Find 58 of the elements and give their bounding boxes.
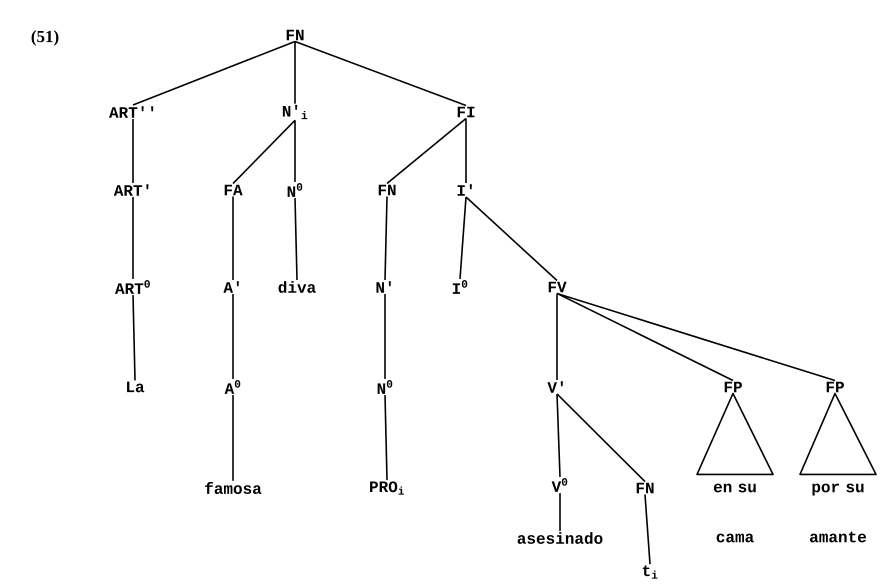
tree-branch <box>132 40 296 106</box>
tree-node-label: V$^{0}$ <box>552 478 568 492</box>
tree-branch <box>232 395 234 481</box>
tree-node-label: N' <box>376 281 391 293</box>
tree-node-label: diva <box>278 281 316 293</box>
tree-node-label: FA <box>224 184 243 196</box>
tree-branch <box>132 197 134 279</box>
tree-branch <box>556 394 561 477</box>
tree-branch <box>132 119 134 183</box>
tree-branch <box>384 294 386 379</box>
tree-branch <box>294 40 466 106</box>
tree-node-label: A$^{0}$ <box>224 380 240 394</box>
tree-node-label: N'$_{i}$ <box>282 104 308 120</box>
tree-branch <box>294 41 296 104</box>
example-number: (51) <box>32 30 58 46</box>
tree-node-label: FI <box>458 106 474 118</box>
tree-node-label: N$^{0}$ <box>378 380 392 394</box>
tree-branch <box>232 196 234 280</box>
tree-branch <box>132 295 136 380</box>
tree-branch <box>559 493 561 531</box>
tree-branch <box>384 196 388 280</box>
tree-branch <box>232 294 234 379</box>
tree-branch <box>294 198 298 280</box>
tree-node-label: FN <box>378 184 396 196</box>
tree-node-label: ART'' <box>109 106 154 118</box>
tree-branch <box>294 120 296 182</box>
tree-branch <box>459 196 467 279</box>
tree-node-label: I$^{0}$ <box>452 280 468 294</box>
tree-node-label: I' <box>458 184 472 196</box>
triangle-roof <box>799 392 877 476</box>
tree-node-label: A' <box>223 281 239 293</box>
tree-branch <box>384 395 388 480</box>
tree-node-label: asesinado <box>518 532 602 544</box>
tree-node-label: famosa <box>205 482 262 494</box>
tree-node-label: FN <box>636 482 654 494</box>
tree-node-label: FN <box>286 30 304 40</box>
tree-branch <box>556 293 558 380</box>
tree-branch <box>556 393 646 482</box>
tree-node-label: PRO$_{i}$ <box>370 481 404 495</box>
tree-node-label: FV <box>548 282 567 292</box>
tree-branch <box>465 196 558 282</box>
tree-node-label: N$^{0}$ <box>288 183 302 197</box>
tree-branch <box>556 292 836 382</box>
tree-branch <box>465 118 467 183</box>
triangle-roof <box>696 392 774 476</box>
tree-node-label: V' <box>547 381 563 393</box>
tree-branch <box>556 292 734 382</box>
tree-node-label: t$_{i}$ <box>642 565 658 579</box>
tree-node-label: La <box>127 382 144 392</box>
tree-branch <box>644 494 651 564</box>
tree-branch <box>232 120 296 184</box>
leaf-word: por su amante <box>810 484 866 542</box>
tree-node-label: ART$^{0}$ <box>115 280 150 294</box>
tree-node-label: FP <box>826 382 844 392</box>
tree-node-label: ART' <box>114 184 148 196</box>
tree-node-label: FP <box>724 382 742 392</box>
leaf-word: en su cama <box>714 484 756 542</box>
tree-branch <box>386 118 467 184</box>
